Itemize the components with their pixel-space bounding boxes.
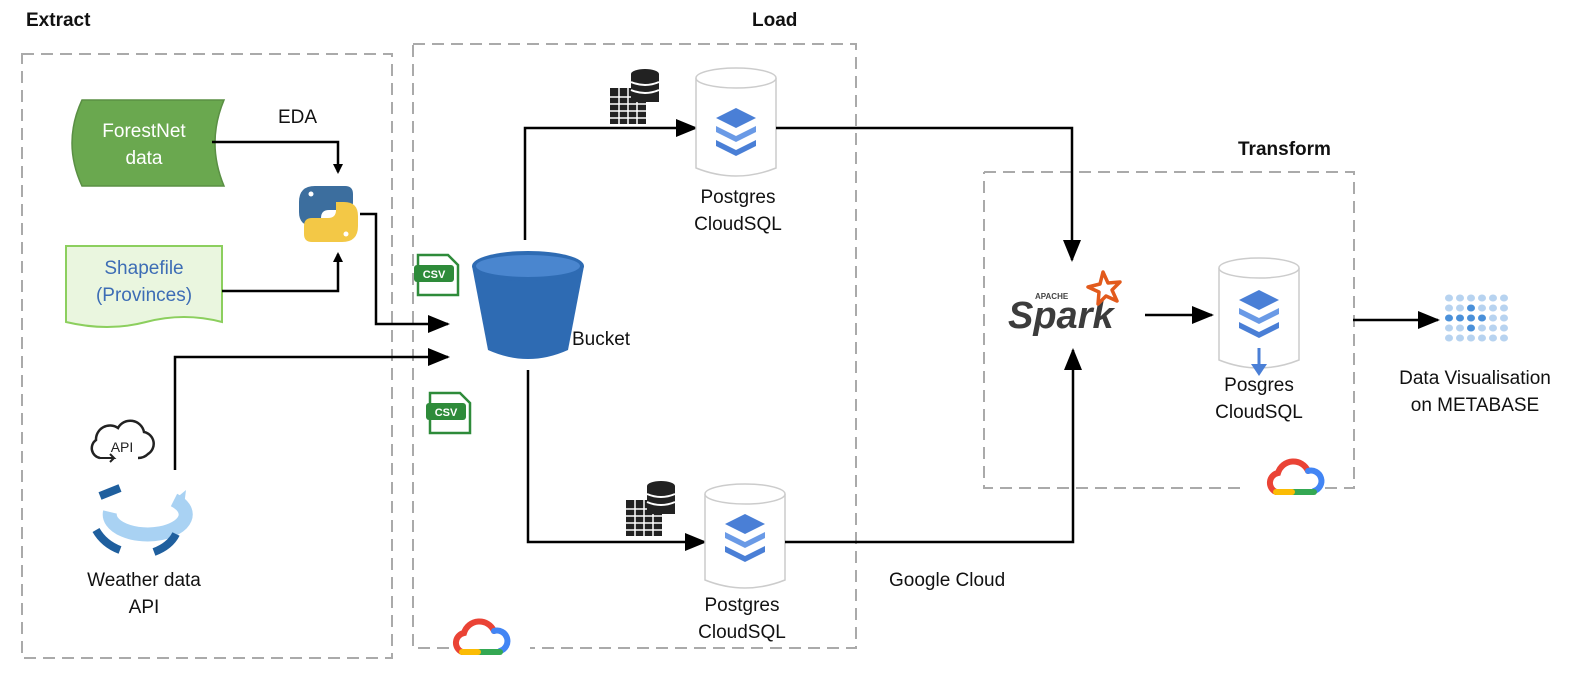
weather-data-label: Weather data API xyxy=(87,570,201,618)
load-section-title: Load xyxy=(752,10,798,31)
metabase-dot xyxy=(1489,334,1497,342)
metabase-dot xyxy=(1478,334,1486,342)
postgres-bottom-to-spark-arrow xyxy=(785,348,1082,544)
metabase-dot xyxy=(1467,304,1475,312)
bucket-icon xyxy=(472,251,584,359)
metabase-dot xyxy=(1456,314,1464,322)
svg-text:CSV: CSV xyxy=(435,407,458,419)
weather-to-bucket-arrow xyxy=(173,348,450,470)
postgres-bottom-label: Postgres CloudSQL xyxy=(698,595,786,643)
bucket-to-postgres-bottom-arrow xyxy=(526,370,707,551)
metabase-dot xyxy=(1489,304,1497,312)
metabase-dot xyxy=(1489,314,1497,322)
api-cloud-icon: API xyxy=(90,419,155,463)
postgres-top-to-spark-arrow xyxy=(776,126,1081,262)
table-database-icon xyxy=(610,69,660,124)
metabase-dot xyxy=(1478,304,1486,312)
metabase-dot xyxy=(1500,334,1508,342)
metabase-dot xyxy=(1445,294,1453,302)
metabase-dot xyxy=(1500,294,1508,302)
metabase-dot xyxy=(1445,304,1453,312)
bucket-label: Bucket xyxy=(572,329,631,350)
data-visualisation-label: Data Visualisation on METABASE xyxy=(1399,368,1551,416)
cloudsql-icon xyxy=(704,483,786,589)
table-database-icon xyxy=(626,481,676,536)
metabase-dot xyxy=(1467,294,1475,302)
shapefile-label: Shapefile (Provinces) xyxy=(95,258,193,306)
transform-section-title: Transform xyxy=(1238,139,1331,160)
svg-text:APACHE: APACHE xyxy=(1035,292,1069,301)
svg-text:CSV: CSV xyxy=(423,269,446,281)
metabase-dot xyxy=(1478,294,1486,302)
csv-icon: CSV xyxy=(426,391,472,435)
cloudsql-icon xyxy=(1218,257,1300,376)
transform-section-box xyxy=(983,171,1355,489)
metabase-dot xyxy=(1467,324,1475,332)
shapefile-to-python-arrow xyxy=(222,252,343,293)
metabase-dot xyxy=(1445,324,1453,332)
metabase-dot xyxy=(1445,334,1453,342)
extract-section-title: Extract xyxy=(26,10,91,31)
metabase-dot xyxy=(1489,324,1497,332)
google-cloud-icon xyxy=(1266,458,1325,495)
shapefile-document-shape xyxy=(65,245,223,328)
csv-icon: CSV xyxy=(414,253,460,297)
posgres-transform-label: Posgres CloudSQL xyxy=(1215,375,1303,423)
google-cloud-label: Google Cloud xyxy=(889,570,1006,591)
metabase-dot xyxy=(1478,314,1486,322)
metabase-dot xyxy=(1456,334,1464,342)
weather-refresh-icon xyxy=(92,484,193,556)
load-section-box xyxy=(412,43,857,649)
metabase-dot xyxy=(1500,304,1508,312)
metabase-dot xyxy=(1500,324,1508,332)
google-cloud-icon xyxy=(452,618,511,655)
bucket-to-postgres-top-arrow xyxy=(523,119,698,240)
metabase-dot xyxy=(1456,324,1464,332)
metabase-dot xyxy=(1467,334,1475,342)
metabase-dot xyxy=(1445,314,1453,322)
metabase-dot xyxy=(1478,324,1486,332)
forestnet-label: ForestNet data xyxy=(102,121,186,169)
postgres-top-label: Postgres CloudSQL xyxy=(694,187,782,235)
metabase-dot xyxy=(1456,304,1464,312)
metabase-dot xyxy=(1456,294,1464,302)
metabase-icon xyxy=(1445,294,1508,342)
forestnet-data-shape xyxy=(71,99,226,187)
metabase-dot xyxy=(1489,294,1497,302)
python-icon xyxy=(299,186,358,242)
metabase-dot xyxy=(1467,314,1475,322)
svg-text:API: API xyxy=(111,439,134,455)
python-to-bucket-arrow xyxy=(360,212,450,333)
cloudsql-icon xyxy=(695,67,777,177)
forestnet-to-python-arrow xyxy=(212,140,343,174)
eda-label: EDA xyxy=(278,107,318,128)
spark-logo-icon: APACHE Spark xyxy=(1008,270,1122,337)
metabase-dot xyxy=(1500,314,1508,322)
